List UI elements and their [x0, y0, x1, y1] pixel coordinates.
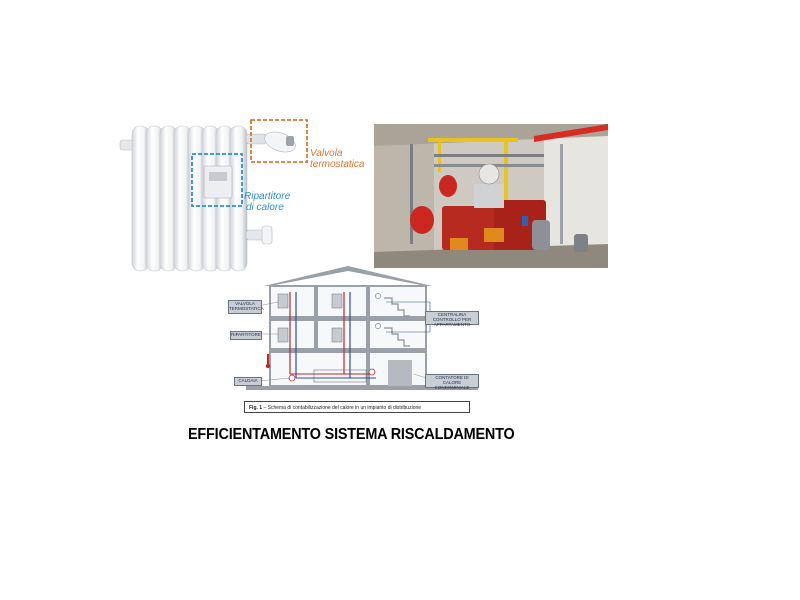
radiator-illustration: Valvola termostatica Ripartitore di calo… [118, 112, 378, 282]
heat-accounting-diagram: VALVOLA TERMOSTATICA RIPARTITORE CALDAIA… [226, 262, 496, 418]
bottom-valve [245, 225, 273, 245]
valve-label-line1: Valvola [310, 148, 343, 159]
label-thermostatic-valve: VALVOLA TERMOSTATICA [228, 300, 264, 314]
caption-figure-number: Fig. 1 [249, 405, 263, 411]
valve-highlight-box [250, 119, 308, 163]
label-boiler: CALDAIA [234, 377, 262, 386]
label-distributor: RIPARTITORE [230, 331, 262, 340]
radiator-columns [131, 125, 248, 272]
building-schematic [246, 266, 478, 390]
diagram-caption: Fig. 1 – Schema di contabilizzazione del… [244, 401, 470, 413]
boiler-room-photo [374, 124, 608, 268]
page-title: EFFICIENTAMENTO SISTEMA RISCALDAMENTO [188, 426, 515, 443]
boiler-room-graphic [374, 124, 608, 268]
distributor-label-line2: di calore [246, 202, 284, 213]
radiator-graphic [119, 119, 308, 272]
distributor-label: Ripartitore di calore [244, 191, 290, 213]
caption-text: – Schema di contabilizzazione del calore… [262, 405, 422, 411]
heat-distributor-device [203, 165, 233, 199]
label-condominium-heat-meter: CONTATORE DI CALORE CONDOMINIALE [425, 374, 479, 390]
distributor-highlight-box [191, 153, 243, 207]
diagram-radiators [277, 293, 343, 343]
label-apartment-control-unit: CENTRALINA CONTROLLO PER APPARTAMENTO [425, 311, 479, 327]
distributor-label-line1: Ripartitore [244, 191, 291, 202]
thermostatic-valve-head [245, 131, 296, 153]
valve-label: Valvola termostatica [310, 148, 364, 170]
valve-label-line2: termostatica [310, 159, 365, 170]
